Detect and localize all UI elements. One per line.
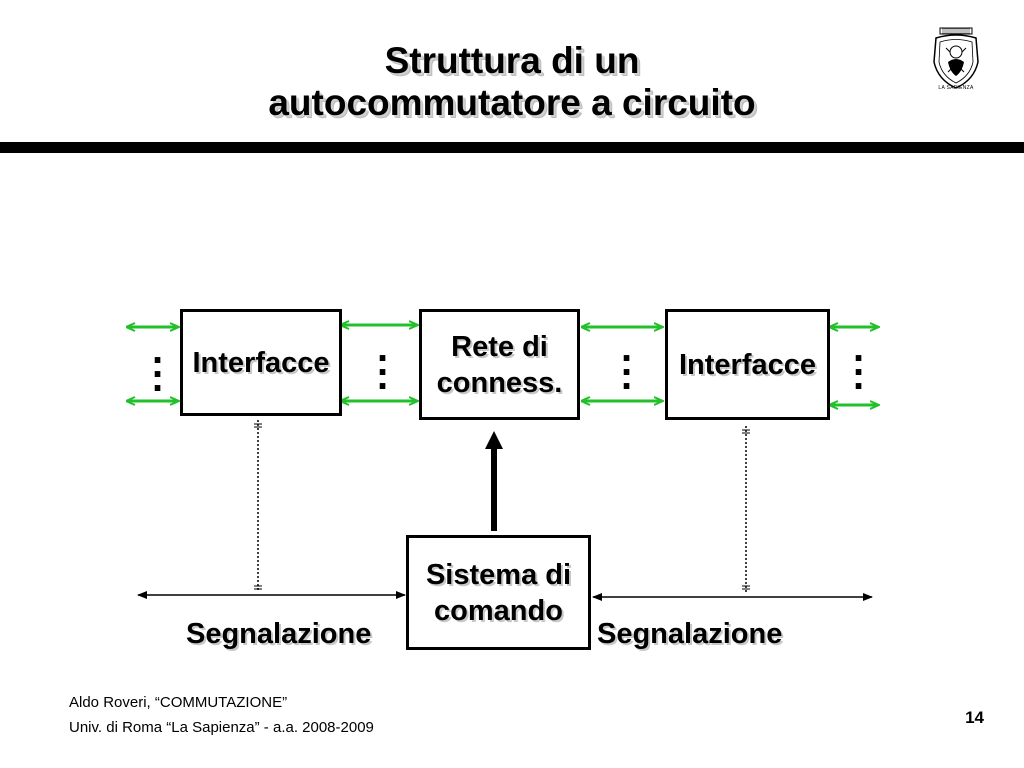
footer-line2: Univ. di Roma “La Sapienza” - a.a. 2008-…: [69, 719, 374, 736]
slide-title-line2: autocommutatore a circuito: [268, 82, 756, 123]
ellipsis-right: ...: [853, 326, 865, 398]
sistema-comando-box: Sistema di comando: [406, 535, 591, 650]
slide-title-line1: Struttura di un: [384, 40, 640, 81]
footer-line1: Aldo Roveri, “COMMUTAZIONE”: [69, 694, 288, 711]
interfacce-right-box: Interfacce: [665, 309, 830, 420]
green-arrows: [128, 325, 878, 405]
dotted-lines: [257, 420, 747, 592]
rete-connessione-box: Rete di conness.: [419, 309, 580, 420]
logo-caption: LA SAPIENZA: [938, 85, 974, 91]
segnalazione-left-label: Segnalazione: [186, 618, 372, 650]
sistema-line1: Sistema di: [425, 558, 572, 591]
ellipsis-mid1: ...: [377, 326, 389, 398]
rete-line2: conness.: [436, 366, 563, 399]
title-divider: [0, 142, 1024, 153]
interfacce-left-box: Interfacce: [180, 309, 342, 416]
segnalazione-right-label: Segnalazione: [597, 618, 783, 650]
sistema-line2: comando: [434, 594, 563, 627]
interfacce-left-label: Interfacce: [192, 346, 330, 379]
slide-title: Struttura di un autocommutatore a circui…: [0, 40, 1024, 124]
ellipsis-mid2: ...: [621, 326, 633, 398]
interfacce-right-label: Interfacce: [678, 348, 816, 381]
rete-line1: Rete di: [451, 330, 548, 363]
university-seal-icon: [933, 27, 979, 89]
page-number: 14: [965, 708, 984, 727]
ellipsis-left: ...: [152, 328, 164, 400]
